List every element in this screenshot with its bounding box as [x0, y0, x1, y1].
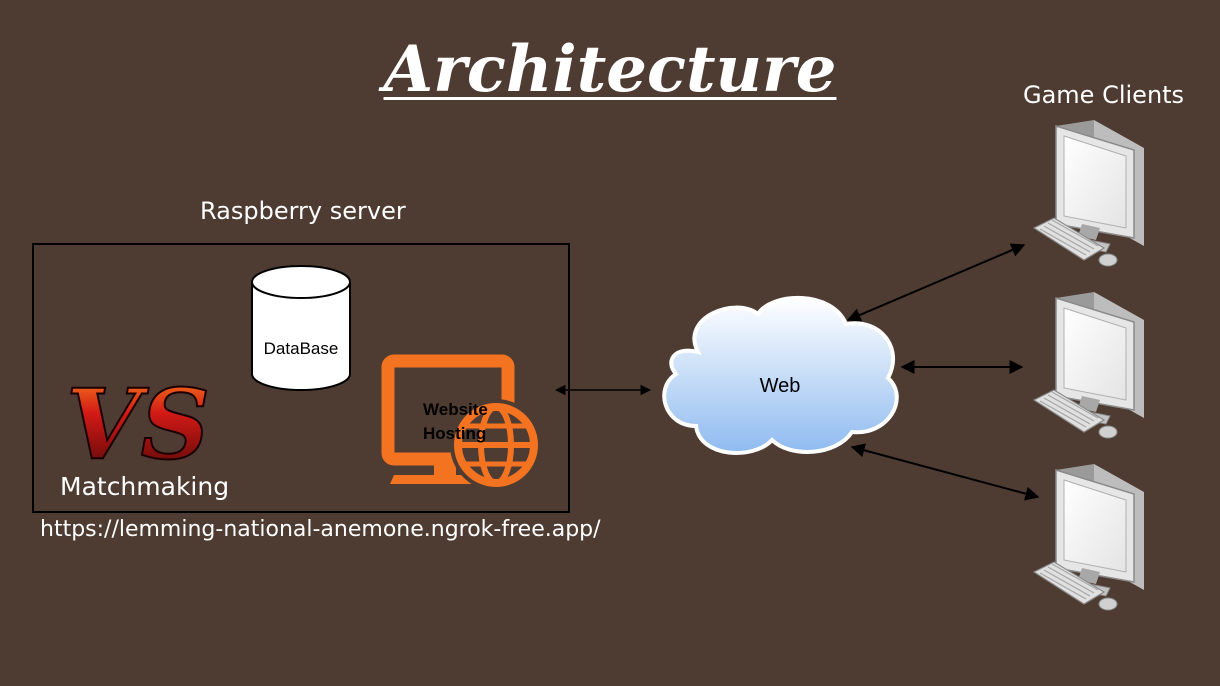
cloud-icon: Web: [662, 296, 899, 455]
server-url: https://lemming-national-anemone.ngrok-f…: [40, 517, 601, 542]
computer-icon: [1033, 291, 1145, 439]
web-label: Web: [760, 375, 801, 397]
computer-icon: [1033, 119, 1145, 267]
matchmaking-label: Matchmaking: [60, 472, 230, 501]
clients-label: Game Clients: [1023, 81, 1185, 109]
vs-logo: VS: [65, 367, 211, 482]
page-title: Architecture: [383, 32, 837, 107]
computer-icon: [1033, 463, 1145, 611]
website-hosting-icon: Website Hosting: [381, 354, 542, 491]
database-icon: DataBase: [251, 265, 351, 391]
svg-text:VS: VS: [66, 368, 210, 481]
hosting-label-line2: Hosting: [423, 424, 486, 443]
hosting-label-line1: Website: [423, 400, 488, 419]
web-client1-connection: [846, 243, 1026, 322]
web-client3-connection: [850, 443, 1040, 501]
server-box: [32, 243, 570, 513]
server-label: Raspberry server: [200, 197, 406, 225]
database-label: DataBase: [264, 339, 339, 358]
